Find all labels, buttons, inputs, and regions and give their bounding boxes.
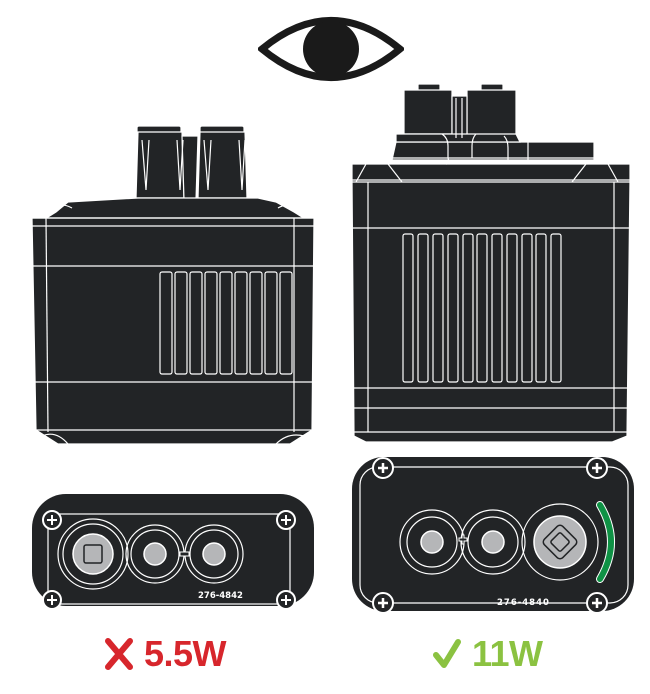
check-icon [432, 637, 462, 671]
left-wattage-caption: 5.5W [104, 633, 227, 674]
svg-text:276-4840: 276-4840 [497, 598, 550, 608]
green-indicator-arc [597, 502, 614, 582]
svg-text:276-4842: 276-4842 [198, 591, 243, 601]
x-icon [104, 637, 134, 671]
left-battery-side-view [28, 120, 322, 452]
wattage-label: 11W [472, 633, 543, 674]
eye-icon [258, 14, 404, 84]
right-battery-side-view [340, 80, 640, 452]
left-port-view: 276-4842 [30, 492, 322, 610]
screw-icon [42, 510, 296, 610]
right-wattage-caption: 11W [432, 636, 543, 672]
right-port-view: 276-4840 [350, 455, 640, 617]
wattage-label: 5.5W [144, 633, 227, 674]
